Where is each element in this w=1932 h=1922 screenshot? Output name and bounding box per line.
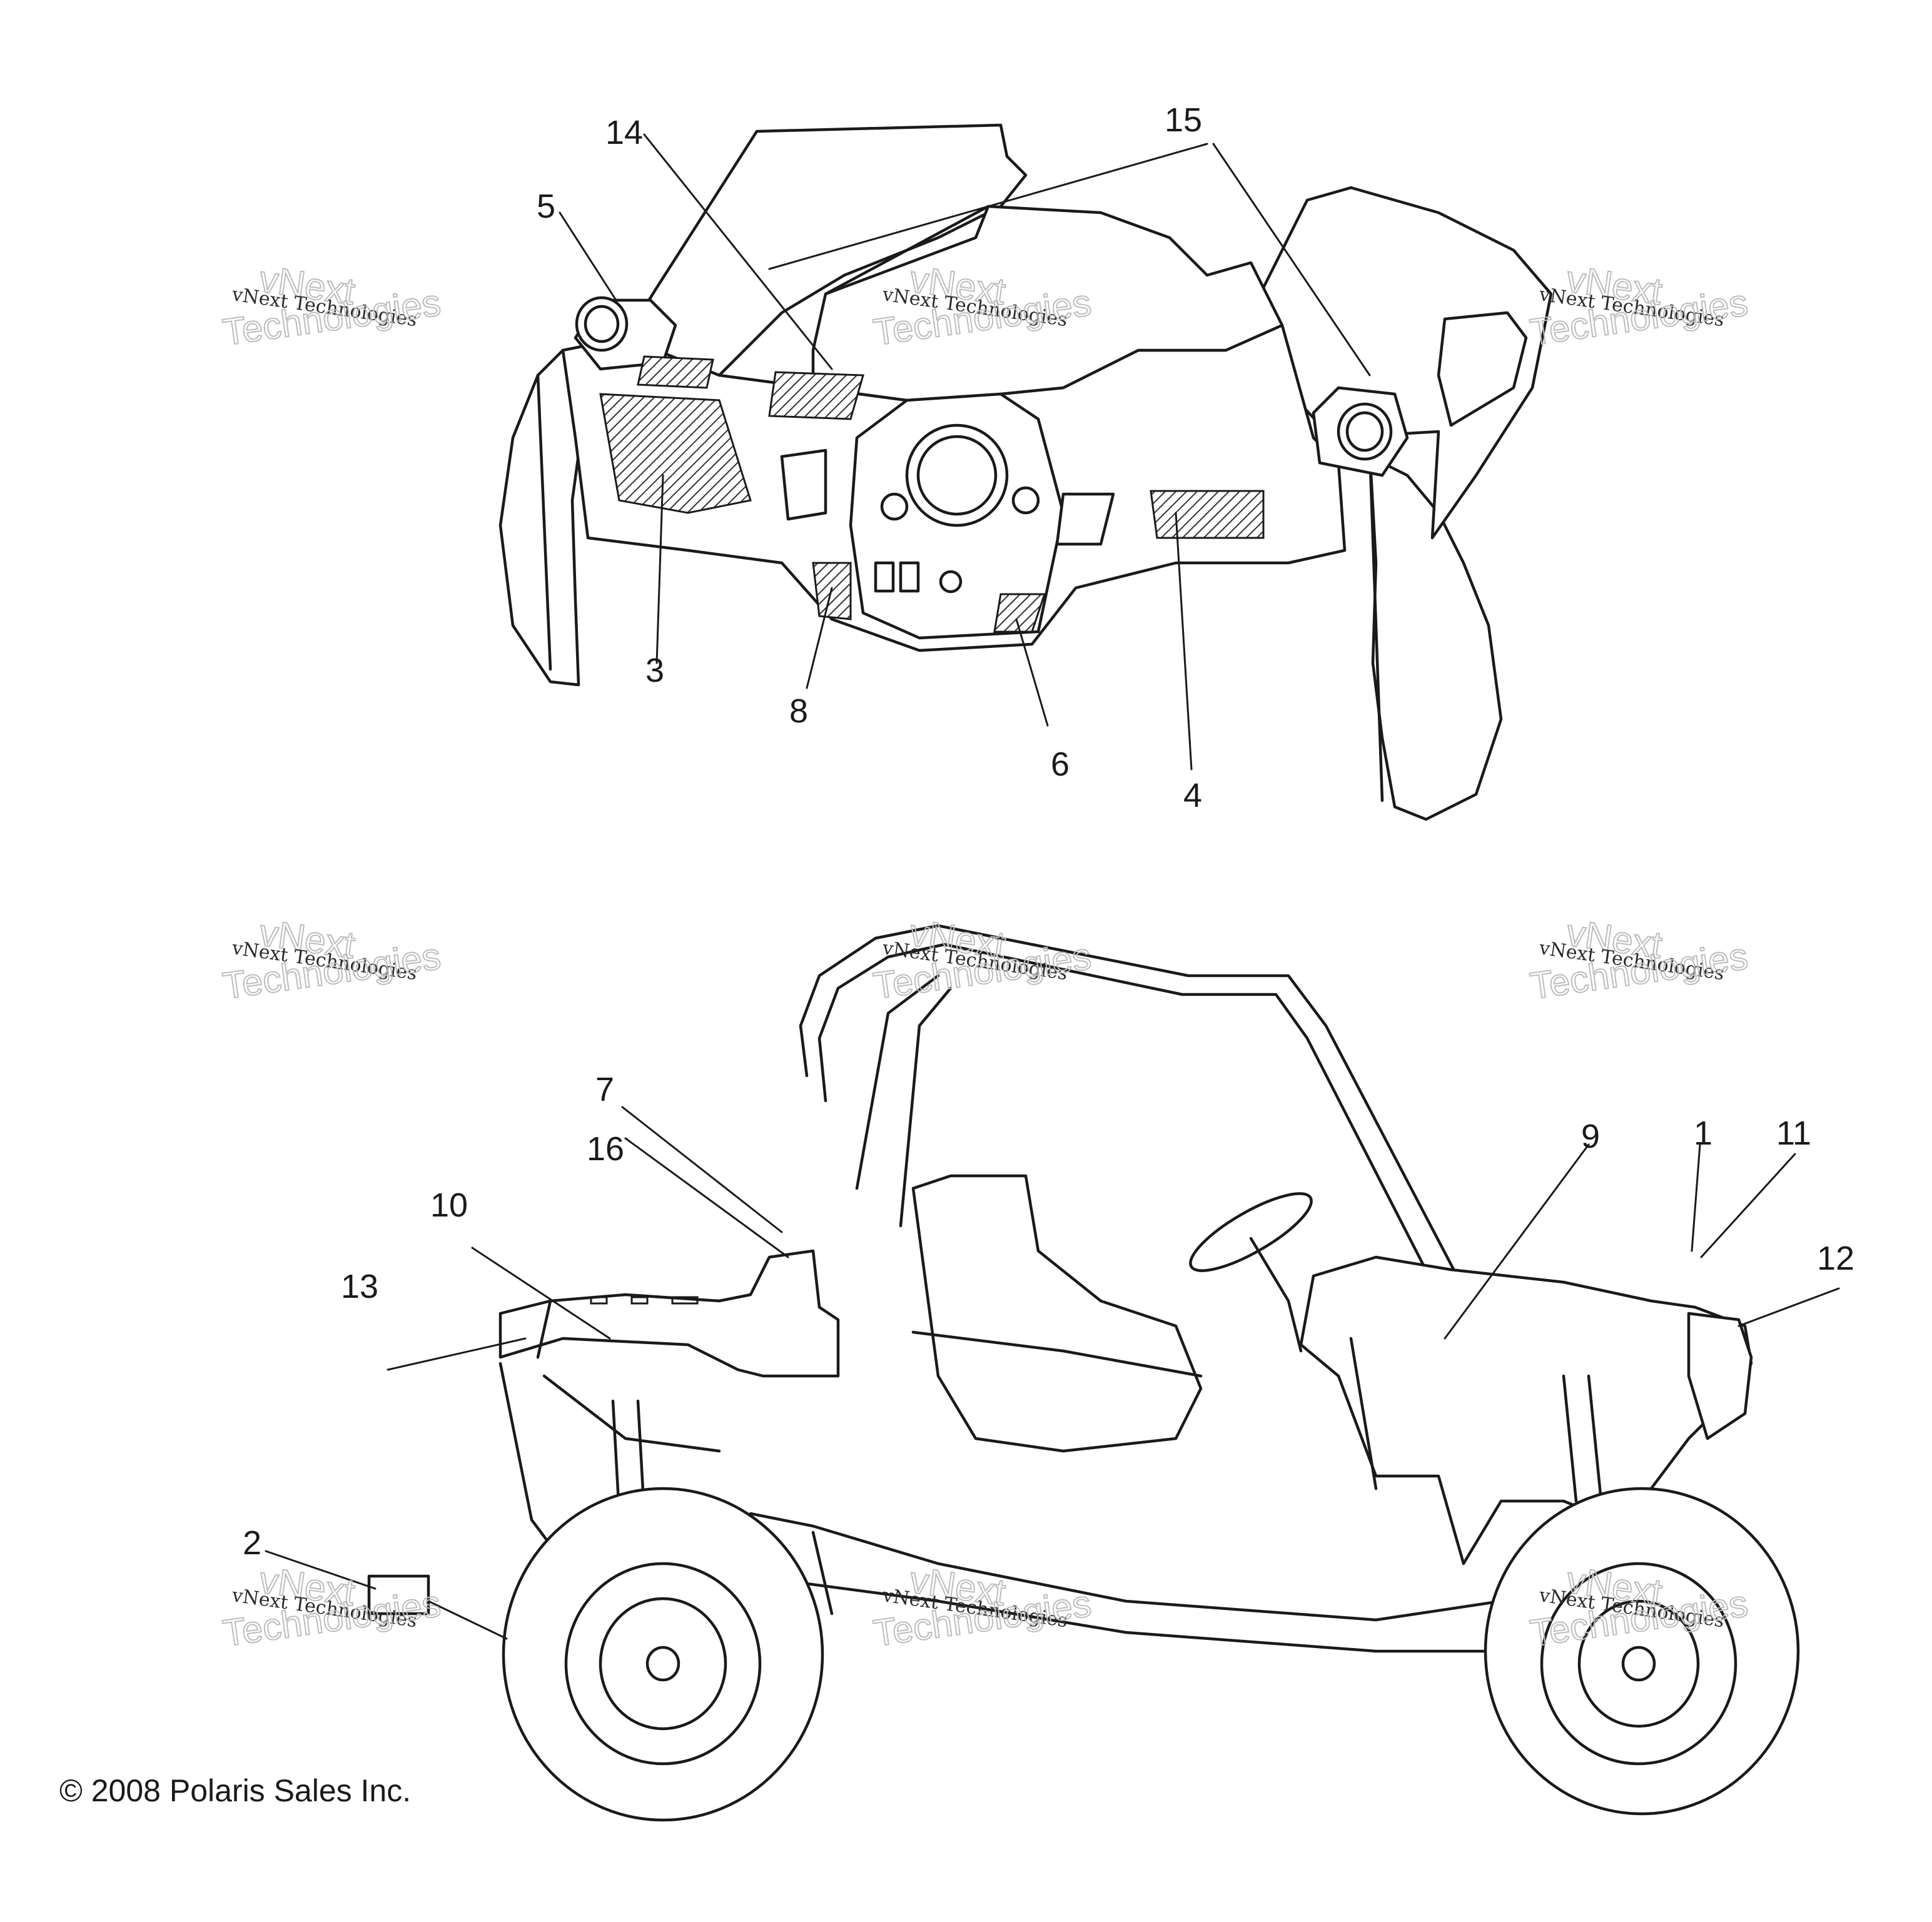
- decal-3-area: [599, 393, 752, 514]
- decal-4-area: [1150, 490, 1265, 539]
- steering-wheel: [1189, 1192, 1313, 1272]
- callout-5: 5: [537, 188, 555, 225]
- callout-4: 4: [1183, 777, 1202, 814]
- decal-14-area: [768, 371, 864, 420]
- right-gauge: [1011, 486, 1040, 515]
- decal-vent-left: [637, 355, 714, 389]
- front-hood: [1299, 1255, 1753, 1565]
- speedometer: [905, 423, 1009, 527]
- switch-1: [874, 561, 895, 593]
- watermark: vNext vNext Technologies Technologies: [1527, 911, 1751, 1008]
- decal-6-area: [993, 593, 1046, 633]
- callout-labels: 1 2 3 4 5 6 7 8 9 10 11 12 13 14 15 16: [243, 101, 1854, 1562]
- callout-9: 9: [1581, 1118, 1600, 1155]
- switch-2: [899, 561, 920, 593]
- callout-8: 8: [789, 692, 808, 730]
- copyright-notice: © 2008 Polaris Sales Inc.: [59, 1773, 411, 1808]
- key-switch: [939, 570, 963, 594]
- callout-7: 7: [595, 1071, 614, 1108]
- vehicle-side-view: [367, 924, 1800, 1822]
- front-nose: [1687, 1312, 1753, 1440]
- callout-6: 6: [1051, 746, 1070, 783]
- callout-16: 16: [587, 1130, 624, 1168]
- roll-cage: [799, 924, 1465, 1290]
- callout-3: 3: [645, 652, 664, 689]
- seat: [911, 1174, 1203, 1453]
- watermark: vNext vNext Technologies Technologies: [220, 911, 443, 1008]
- callout-10: 10: [430, 1186, 468, 1224]
- watermark: vNext vNext Technologies Technologies: [870, 1558, 1094, 1655]
- left-vent: [780, 448, 827, 521]
- frame-rail: [749, 1512, 1503, 1622]
- front-shock: [1562, 1374, 1578, 1503]
- watermark: vNext vNext Technologies Technologies: [870, 911, 1094, 1008]
- watermark: vNext vNext Technologies Technologies: [1527, 257, 1751, 354]
- callout-11: 11: [1776, 1115, 1811, 1152]
- callout-12: 12: [1817, 1240, 1854, 1277]
- callout-15: 15: [1165, 101, 1202, 139]
- watermark: vNext vNext Technologies Technologies: [220, 1558, 443, 1655]
- callout-13: 13: [341, 1268, 378, 1305]
- right-wing-vent: [1437, 311, 1528, 427]
- leader-lines: [265, 133, 1840, 1640]
- front-wheel: [1484, 1487, 1800, 1816]
- callout-14: 14: [605, 114, 643, 151]
- rear-bed: [498, 1249, 840, 1378]
- callout-1: 1: [1694, 1115, 1712, 1152]
- dash-hood-assembly: [498, 123, 1553, 821]
- right-fender: [1330, 436, 1503, 821]
- callout-2: 2: [243, 1524, 261, 1562]
- right-vent: [1055, 492, 1115, 546]
- decal-2: [367, 1574, 430, 1616]
- watermark: vNext vNext Technologies Technologies: [220, 257, 443, 354]
- rear-wheel: [502, 1487, 824, 1822]
- left-gauge: [880, 492, 909, 521]
